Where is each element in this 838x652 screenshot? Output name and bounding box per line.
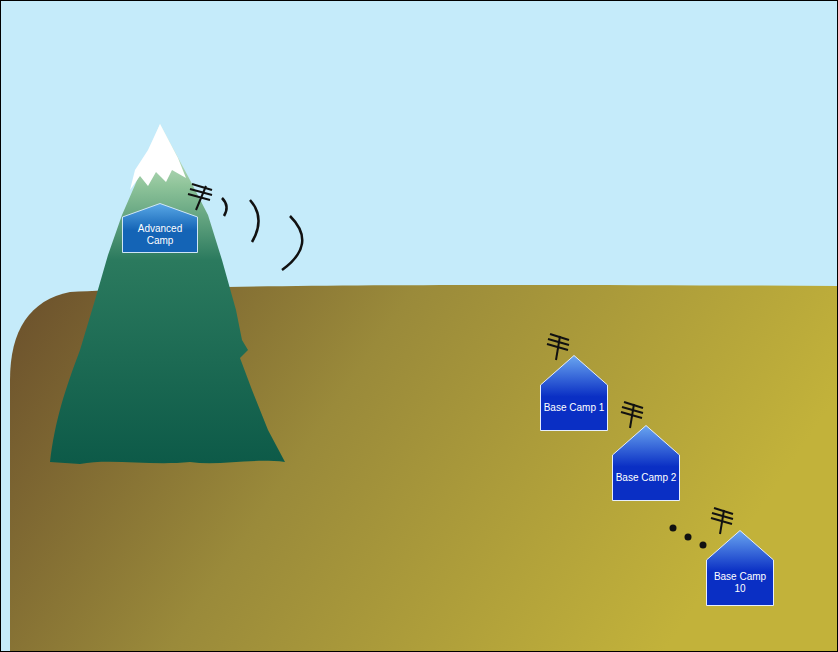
ellipsis-dots xyxy=(670,525,707,549)
camp-label: Base Camp 2 xyxy=(616,472,677,484)
text-area: Advanced Camp xyxy=(122,217,198,253)
hut-shape xyxy=(613,426,680,501)
text-area: Base Camp 1 xyxy=(540,385,608,431)
text-area: Base Camp 2 xyxy=(612,455,680,501)
snow-cap xyxy=(130,124,186,190)
hut-outline xyxy=(706,530,774,606)
camp-label: Base Camp 10 xyxy=(709,571,771,595)
camp-hut: Base Camp 1 xyxy=(540,355,608,431)
antenna-symbol xyxy=(188,184,212,210)
camp-hut: Base Camp 10 xyxy=(706,530,774,606)
hut-shape xyxy=(707,531,774,606)
hut-outline xyxy=(612,425,680,501)
mountain xyxy=(50,124,285,464)
hut-shape xyxy=(123,204,198,253)
camp-label: Base Camp 1 xyxy=(544,402,605,414)
camp-label: Advanced Camp xyxy=(125,223,195,247)
hut-shape xyxy=(541,356,608,431)
antenna-symbol xyxy=(711,508,733,534)
text-area: Base Camp 10 xyxy=(706,560,774,606)
camp-hut: Base Camp 2 xyxy=(612,425,680,501)
radio-waves xyxy=(222,198,302,270)
hut-outline xyxy=(540,355,608,431)
camp-hut: Advanced Camp xyxy=(122,203,198,253)
antenna-symbol xyxy=(547,334,569,360)
antenna-symbol xyxy=(621,402,643,428)
